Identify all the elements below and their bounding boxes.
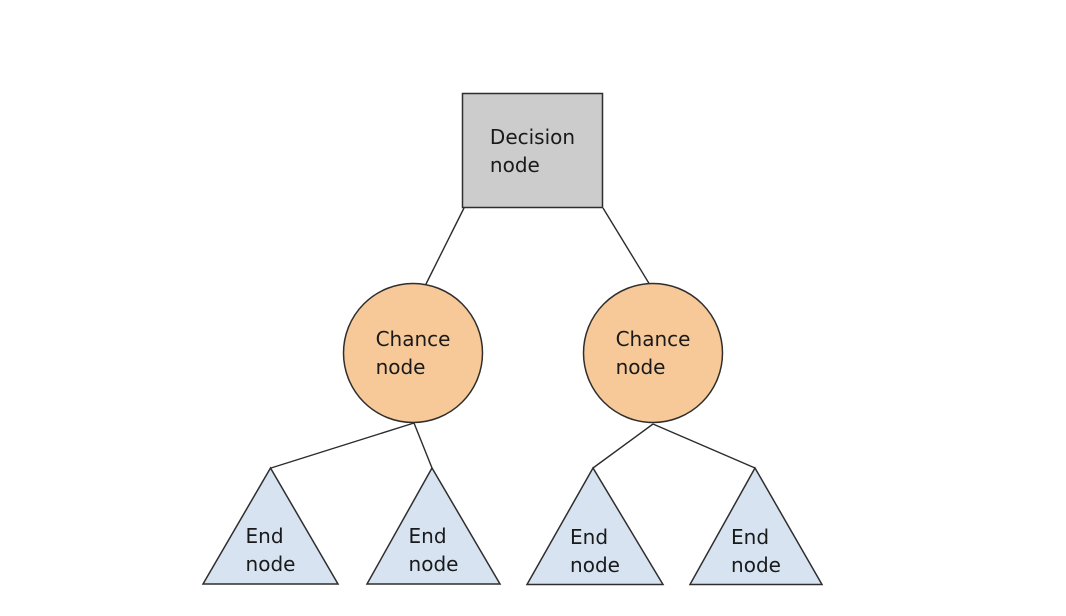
end-node-4-shape bbox=[688, 466, 824, 586]
end-node-2-shape bbox=[365, 466, 502, 585]
end-node-1-shape bbox=[201, 466, 340, 585]
edge-chance-right-to-end-3 bbox=[592, 423, 654, 469]
edge-chance-left-to-end-1 bbox=[270, 422, 415, 469]
chance-node-left-shape bbox=[342, 282, 484, 424]
edges-group bbox=[270, 207, 756, 469]
chance-node-right-shape bbox=[582, 282, 724, 424]
edge-decision-to-chance-left bbox=[424, 207, 465, 287]
edge-chance-left-to-end-2 bbox=[413, 422, 433, 469]
edge-chance-right-to-end-4 bbox=[652, 423, 756, 469]
end-node-3-shape bbox=[525, 466, 665, 586]
decision-node-shape bbox=[461, 92, 604, 209]
edge-decision-to-chance-right bbox=[602, 207, 651, 286]
